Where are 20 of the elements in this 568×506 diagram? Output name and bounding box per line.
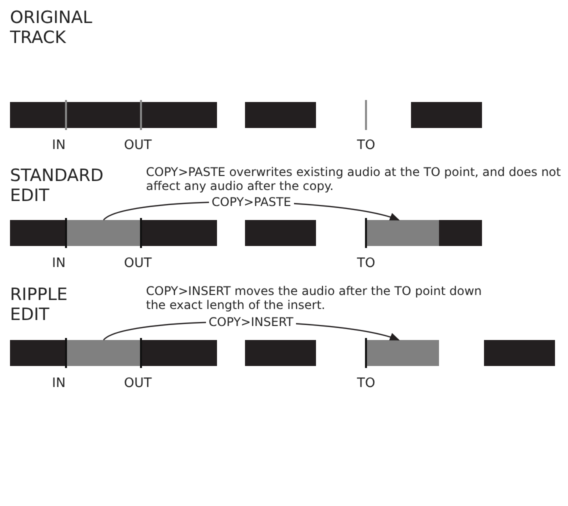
edit-point-label: OUT [124, 138, 153, 154]
edit-point-label: IN [52, 376, 67, 392]
copied-region [66, 340, 141, 366]
section-title: RIPPLE EDIT [10, 285, 69, 326]
edit-point-label: OUT [124, 256, 153, 272]
description-text: COPY>PASTE overwrites existing audio at the TO point, and does not affect any audio after the copy. [146, 165, 562, 194]
inserted-region [366, 340, 439, 366]
edit-point-label: OUT [124, 376, 153, 392]
pasted-region [366, 220, 439, 246]
edit-point-label: IN [52, 256, 67, 272]
edit-point-label: TO [357, 256, 376, 272]
edge-label: COPY>PASTE [208, 195, 294, 209]
edge-label: COPY>INSERT [206, 315, 296, 329]
edit-point-label: TO [357, 376, 376, 392]
copied-region [66, 220, 141, 246]
section-title: STANDARD EDIT [10, 166, 105, 207]
section-title: ORIGINAL TRACK [10, 8, 94, 49]
edit-point-label: IN [52, 138, 67, 154]
description-text: COPY>INSERT moves the audio after the TO point down the exact length of the insert. [146, 284, 483, 313]
edit-point-label: TO [357, 138, 376, 154]
